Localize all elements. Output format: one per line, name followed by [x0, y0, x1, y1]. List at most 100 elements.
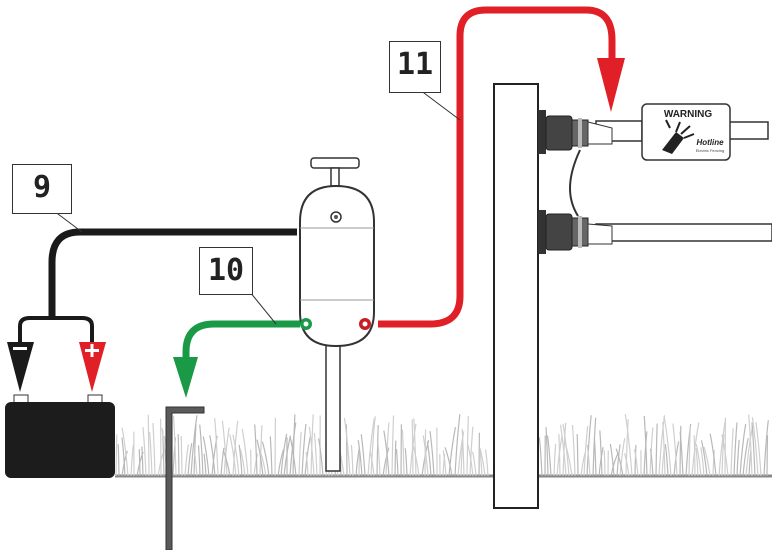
warning-sign: [641, 103, 731, 161]
grass-blade: [412, 444, 420, 477]
grass-blade: [763, 420, 769, 477]
earth-stake: [165, 406, 205, 550]
grass-blade: [317, 438, 324, 477]
grass-blade: [239, 448, 246, 477]
grass-blade: [695, 444, 702, 477]
grass-blade: [149, 432, 153, 477]
grass-blade: [261, 441, 270, 477]
earth-arrow: [173, 357, 198, 398]
grass-blade: [564, 442, 573, 477]
grass-blade: [222, 450, 231, 477]
grass-blade: [448, 427, 457, 477]
grass-blade: [187, 443, 193, 477]
grass-blade: [538, 437, 543, 477]
grass-blade: [370, 416, 376, 477]
grass-blade: [115, 434, 118, 477]
grass-blade: [700, 447, 705, 477]
grass-blade: [709, 433, 717, 477]
grass-blade: [259, 425, 263, 477]
grass-blade: [454, 414, 461, 477]
grass-blade: [308, 426, 315, 477]
grass-blade: [404, 448, 408, 477]
grass-blade: [269, 436, 273, 477]
grass-blade: [693, 435, 696, 477]
grass-blade: [172, 415, 177, 477]
callout-9: 9: [12, 164, 72, 214]
grass-blade: [643, 431, 648, 477]
grass-blade: [142, 427, 147, 477]
fence-tape-bottom: [595, 223, 772, 242]
grass-blade: [736, 439, 740, 477]
grass-blade: [426, 441, 432, 477]
grass-blade: [256, 439, 264, 477]
warning-sign-subtitle: Electric Fencing: [695, 148, 725, 153]
callout-9-leader: [53, 210, 83, 233]
grass-blade: [633, 449, 639, 477]
grass-blade: [664, 443, 669, 477]
grass-blade: [229, 434, 237, 477]
grass-blade: [394, 440, 397, 477]
grass-blade: [193, 452, 198, 477]
earth-lead: [182, 320, 300, 360]
insulator-bottom: [538, 210, 613, 254]
grass-blade: [147, 414, 150, 477]
grass-blade: [209, 435, 216, 477]
grass-blade: [691, 422, 700, 477]
grass-blade: [457, 431, 465, 477]
grass-blade: [253, 453, 259, 477]
grass-blade: [289, 436, 297, 477]
grass-blade: [121, 427, 129, 477]
grass-blade: [345, 424, 348, 477]
callout-10-leader: [249, 291, 277, 325]
grass-blade: [138, 449, 141, 477]
battery-lead-split: [18, 316, 94, 342]
grass-blade: [223, 427, 230, 477]
grass-blade: [718, 420, 726, 477]
grass-blade: [484, 449, 489, 477]
grass-blade: [232, 434, 240, 477]
grass-blade: [203, 453, 207, 477]
grass-blade: [571, 424, 576, 477]
grass-blade: [580, 453, 586, 477]
grass-blade: [625, 419, 629, 477]
grass-blade: [679, 425, 682, 477]
grass-blade: [663, 415, 672, 477]
grass-blade: [586, 415, 592, 477]
grass-blade: [360, 434, 366, 477]
grass-blade: [751, 422, 756, 477]
grass-blade: [313, 432, 318, 477]
energiser: [299, 157, 375, 348]
grass-blade: [357, 440, 363, 477]
grass-blade: [583, 425, 589, 477]
callout-11-leader: [419, 89, 461, 121]
jumper-lead: [569, 149, 581, 217]
earth-terminal: [300, 318, 312, 330]
grass-blade: [739, 423, 747, 477]
grass-blade: [259, 450, 267, 477]
grass: [115, 413, 769, 477]
grass-blade: [193, 424, 197, 477]
grass-blade: [197, 445, 201, 477]
grass-blade: [742, 438, 749, 477]
grass-blade: [367, 418, 375, 477]
grass-blade: [461, 428, 465, 477]
grass-blade: [733, 422, 738, 477]
grass-blade: [280, 433, 288, 477]
grass-blade: [751, 417, 759, 477]
callout-10: 10: [199, 247, 253, 295]
grass-blade: [130, 444, 135, 477]
grass-blade: [422, 435, 429, 477]
grass-blade: [721, 433, 725, 477]
grass-blade: [655, 423, 658, 477]
grass-blade: [177, 434, 180, 477]
grass-blade: [369, 450, 375, 477]
grass-blade: [401, 429, 405, 477]
grass-blade: [559, 424, 567, 477]
grass-blade: [121, 437, 126, 477]
positive-clip: [79, 342, 106, 392]
shock-hand-icon: [662, 119, 695, 154]
grass-blade: [479, 450, 483, 477]
grass-blade: [383, 430, 390, 477]
grass-blade: [553, 443, 557, 477]
